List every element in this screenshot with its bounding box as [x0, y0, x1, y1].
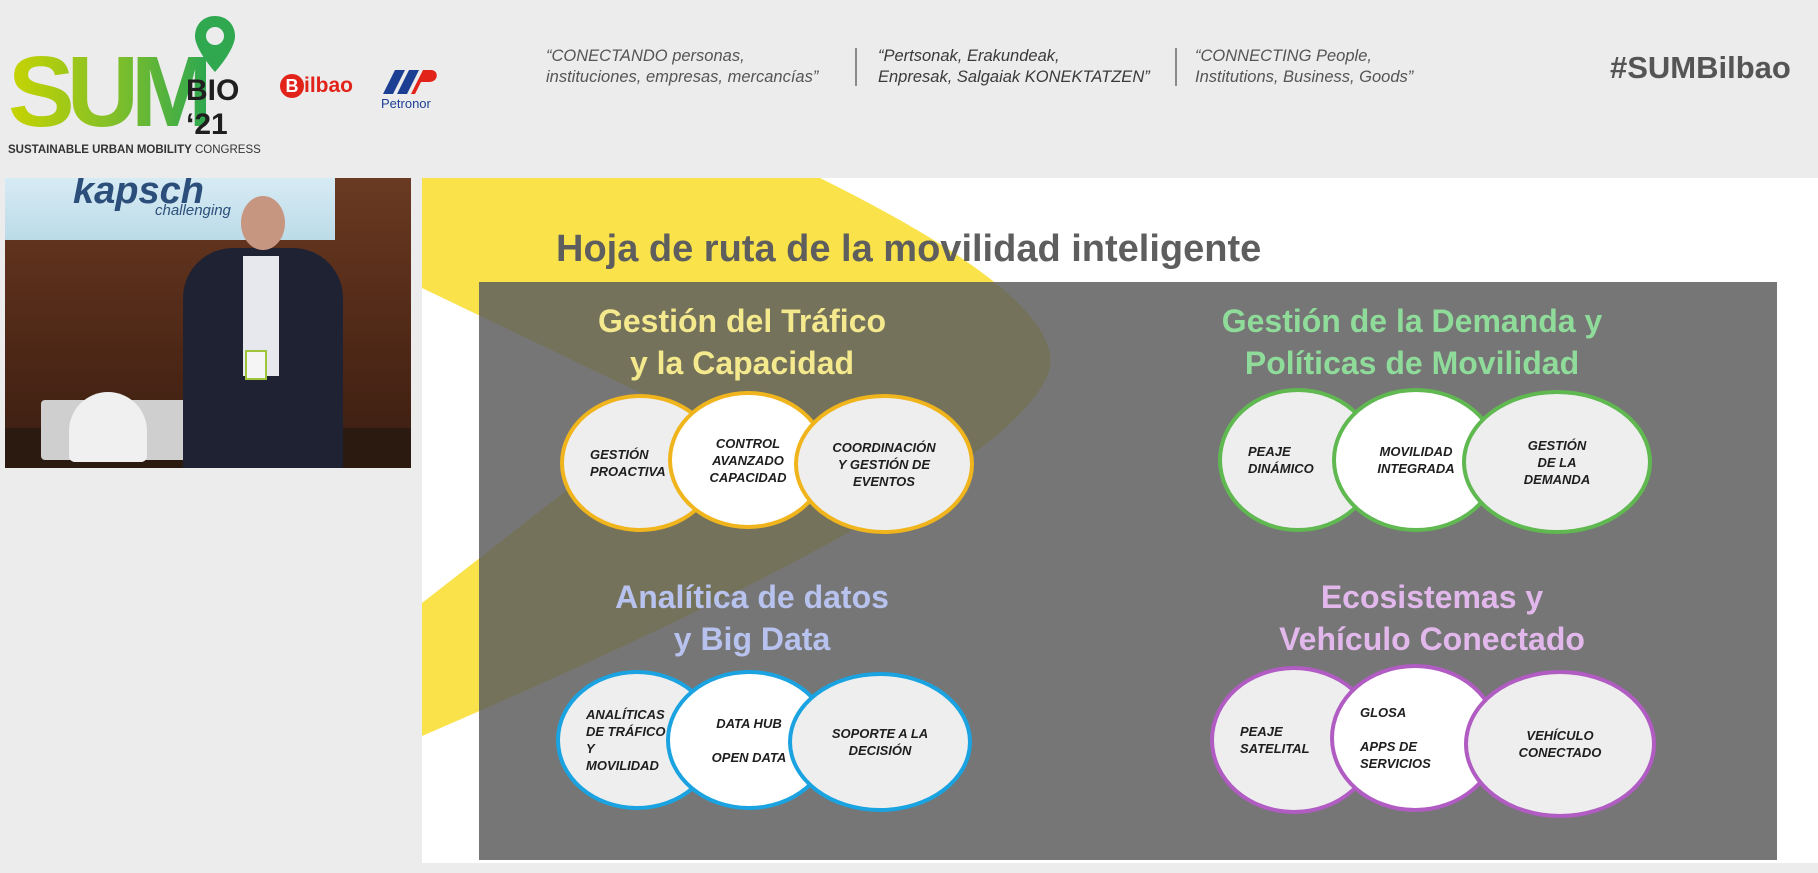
stage-chair — [69, 392, 147, 462]
petronor-logo-text: Petronor — [381, 96, 431, 111]
slogan-divider — [1175, 48, 1177, 86]
slogan-spanish: “CONECTANDO personas, instituciones, emp… — [546, 46, 818, 88]
slogan-line: “CONNECTING People, — [1195, 47, 1372, 65]
quadrant-title: Analítica de datos y Big Data — [542, 576, 962, 660]
tagline-bold: SUSTAINABLE URBAN MOBILITY — [8, 144, 192, 156]
quadrant-title-line: Gestión de la Demanda y — [1221, 303, 1603, 339]
sum-logo-text: SUM — [8, 36, 214, 148]
quadrant-title-line: y Big Data — [673, 621, 831, 657]
header-banner: SUM BIO ‘21 SUSTAINABLE URBAN MOBILITY C… — [0, 0, 1818, 178]
slogan-line: Institutions, Business, Goods” — [1195, 68, 1414, 86]
circle-item: COORDINACIÓN Y GESTIÓN DE EVENTOS — [794, 394, 974, 534]
tagline-rest: CONGRESS — [191, 144, 261, 156]
quadrant-title: Gestión del Tráfico y la Capacidad — [532, 300, 952, 384]
slogan-line: “CONECTANDO personas, — [546, 47, 745, 65]
bilbao-logo-text: ilbao — [304, 74, 354, 97]
quadrant-demand-management: Gestión de la Demanda y Políticas de Mov… — [1192, 300, 1652, 534]
circle-item: PEAJE DINÁMICO — [1218, 388, 1378, 532]
circle-item: SOPORTE A LA DECISIÓN — [788, 672, 972, 812]
bilbao-logo: B ilbao — [280, 74, 353, 98]
congress-tagline: SUSTAINABLE URBAN MOBILITY CONGRESS — [8, 144, 261, 156]
slogan-line: Enpresak, Salgaiak KONEKTATZEN” — [878, 68, 1150, 86]
speaker-badge — [245, 350, 267, 380]
petronor-logo: Petronor — [381, 68, 439, 114]
quadrant-title-line: Gestión del Tráfico — [597, 303, 887, 339]
presentation-slide: Hoja de ruta de la movilidad inteligente… — [422, 178, 1818, 863]
slogan-line: “Pertsonak, Erakundeak, — [878, 47, 1060, 65]
bio-logo-text: BIO — [186, 74, 240, 107]
quadrant-title-line: Analítica de datos — [615, 579, 889, 615]
slogan-basque: “Pertsonak, Erakundeak, Enpresak, Salgai… — [878, 46, 1150, 88]
circle-item: GESTIÓN DE LA DEMANDA — [1462, 390, 1652, 534]
petronor-mark-icon — [383, 70, 437, 94]
quadrant-connected-vehicle: Ecosistemas y Vehículo Conectado PEAJE S… — [1210, 576, 1656, 818]
bilbao-logo-letter: B — [280, 74, 304, 98]
screen-brand-subtext: challenging — [155, 202, 231, 219]
location-pin-icon — [195, 16, 235, 72]
speaker-head — [241, 196, 285, 250]
sum-bio-logo: SUM BIO ‘21 SUSTAINABLE URBAN MOBILITY C… — [8, 14, 261, 156]
hashtag: #SUMBilbao — [1610, 50, 1791, 85]
quadrant-data-analytics: Analítica de datos y Big Data ANALÍTICAS… — [542, 576, 972, 812]
quadrant-title-line: Políticas de Movilidad — [1244, 345, 1580, 381]
year-logo-text: ‘21 — [186, 108, 228, 141]
slogan-divider — [855, 48, 857, 86]
quadrant-title: Gestión de la Demanda y Políticas de Mov… — [1192, 300, 1632, 384]
quadrant-title: Ecosistemas y Vehículo Conectado — [1212, 576, 1652, 660]
quadrant-title-line: Ecosistemas y — [1320, 579, 1544, 615]
slogan-english: “CONNECTING People, Institutions, Busine… — [1195, 46, 1413, 88]
quadrant-title-line: Vehículo Conectado — [1279, 621, 1585, 657]
slide-title: Hoja de ruta de la movilidad inteligente — [556, 228, 1262, 270]
quadrant-traffic-management: Gestión del Tráfico y la Capacidad GESTI… — [532, 300, 974, 534]
quadrant-title-line: y la Capacidad — [629, 345, 855, 381]
screen-brand-text: kapsch — [73, 178, 204, 212]
speaker-video[interactable]: kapsch challenging — [5, 178, 411, 468]
slogan-line: instituciones, empresas, mercancías” — [546, 68, 819, 86]
circle-item: VEHÍCULO CONECTADO — [1464, 670, 1656, 818]
